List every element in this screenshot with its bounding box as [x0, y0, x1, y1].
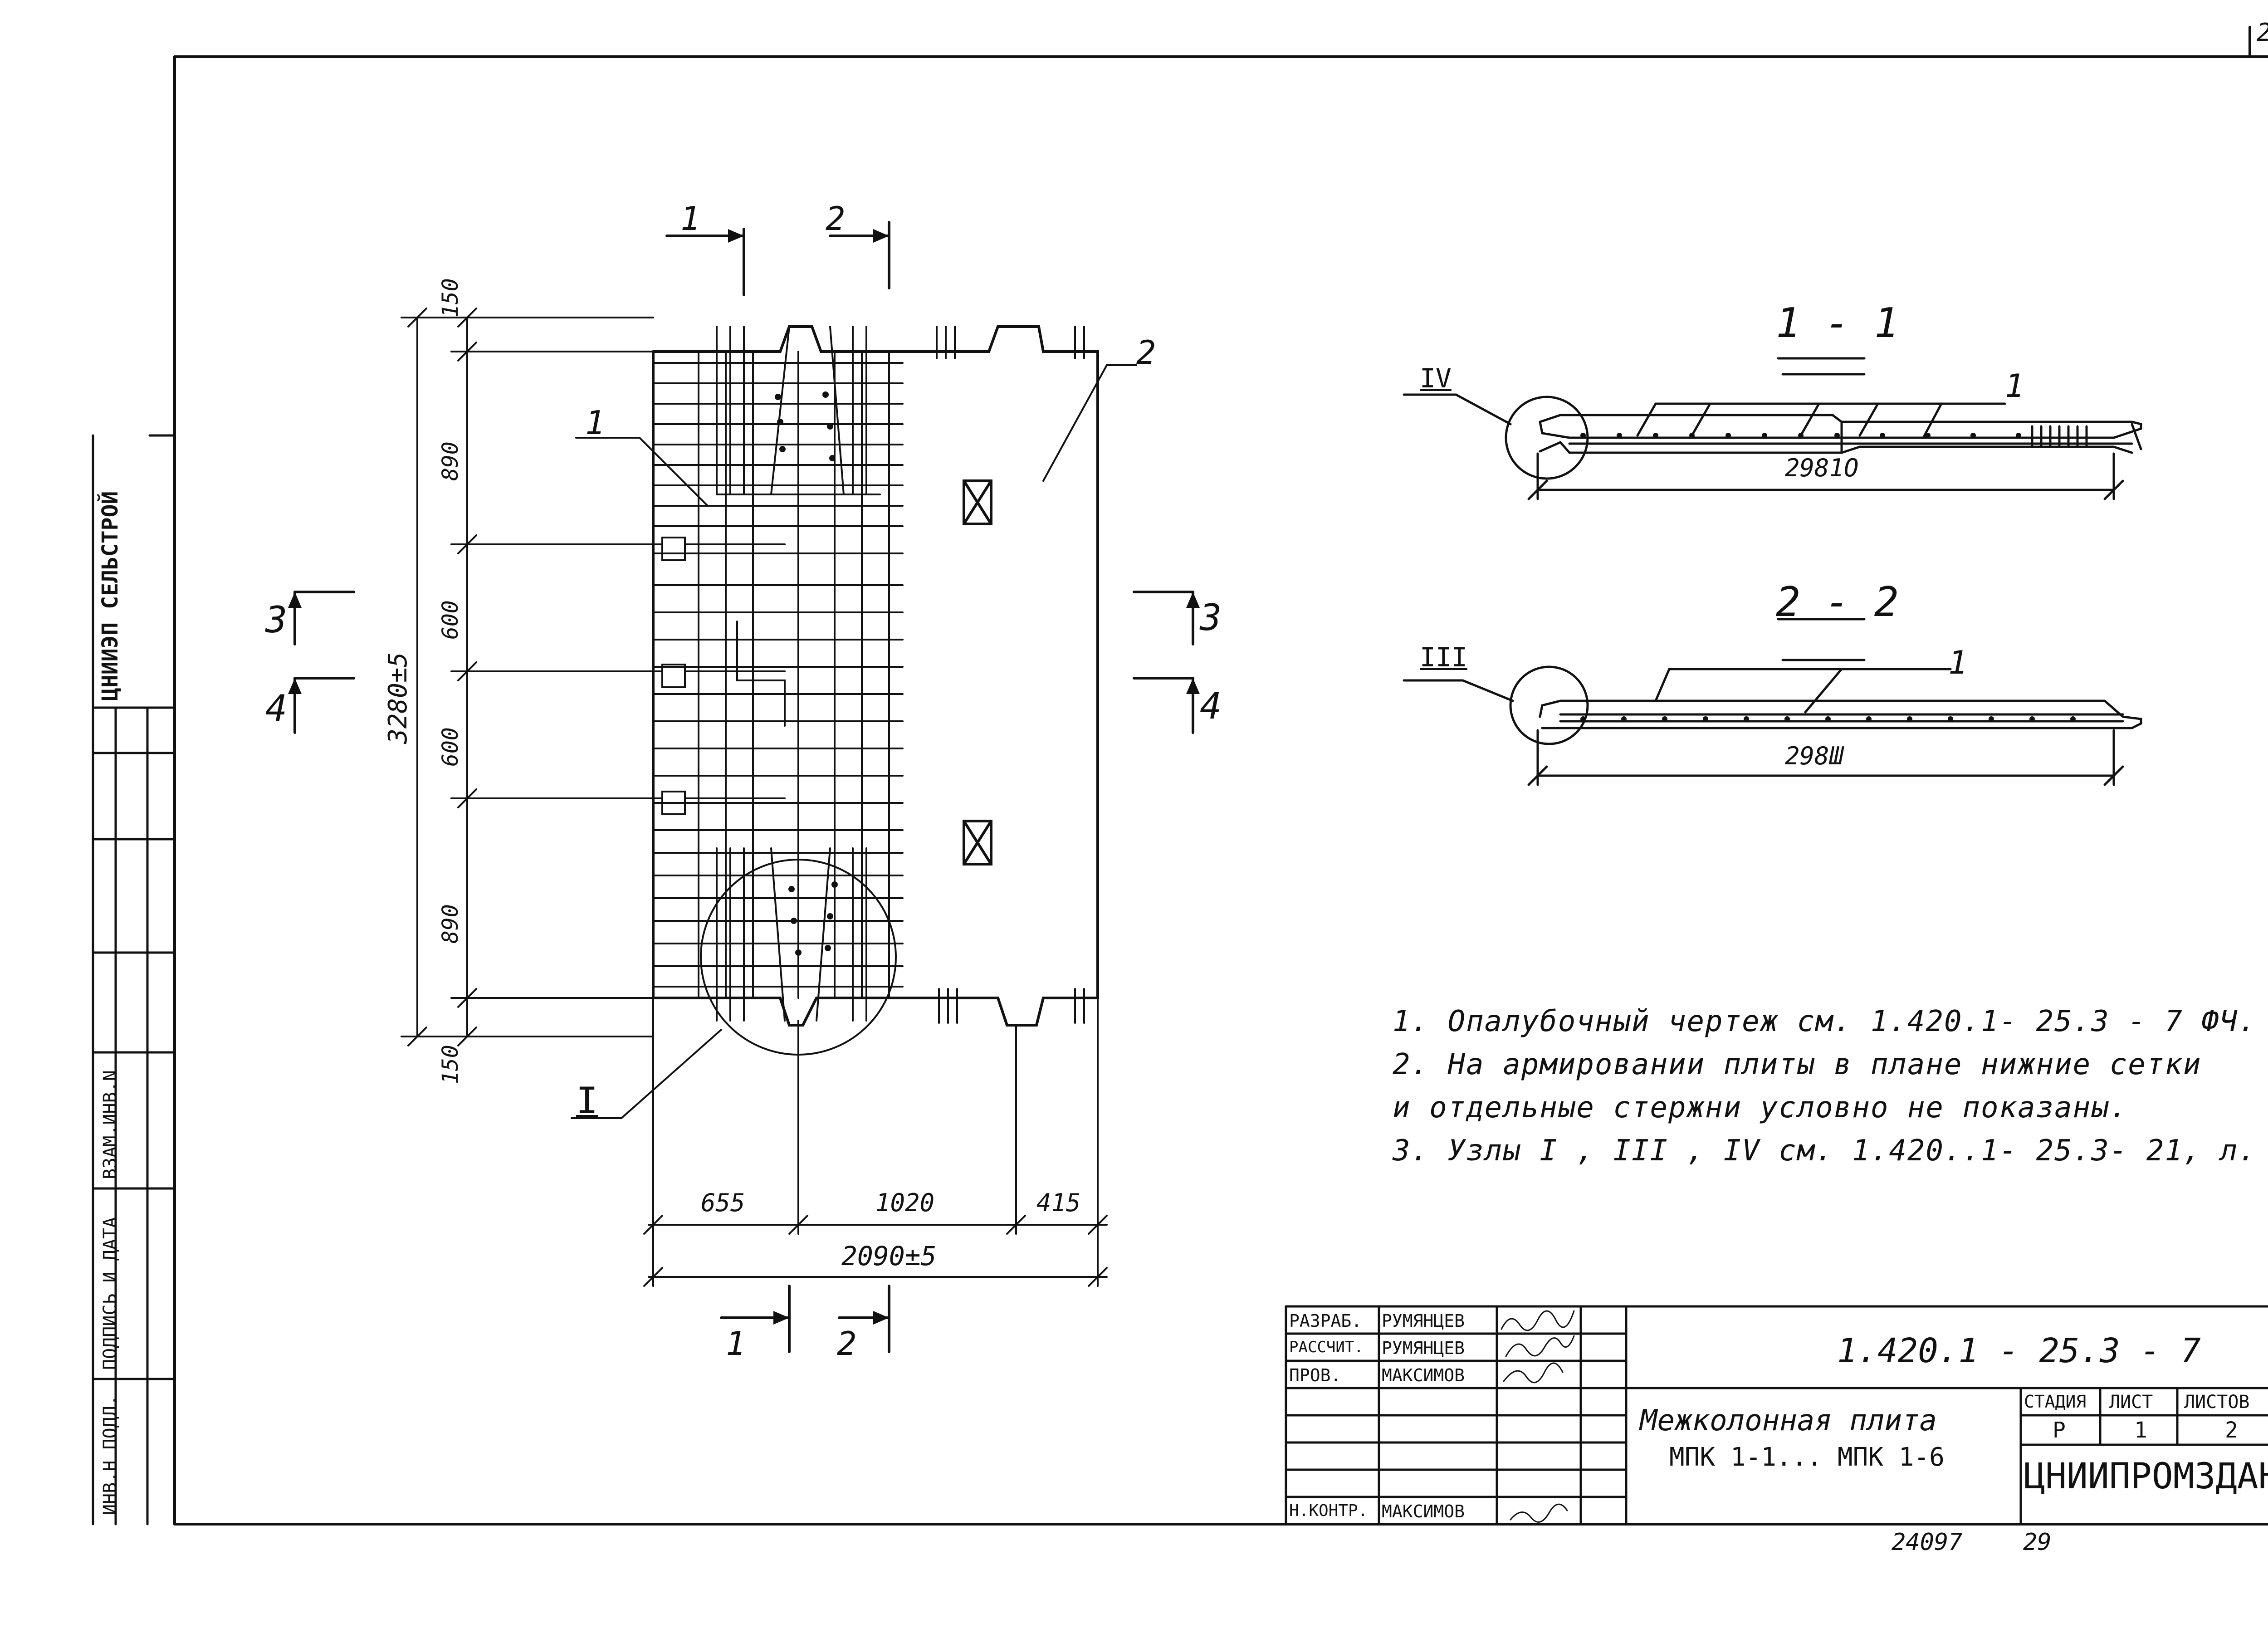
dim-left-600-b: 600	[438, 727, 463, 767]
tb-title-line-1: Межколонная плита	[1640, 1404, 1937, 1438]
tb-name-nkontr: МАКСИМОВ	[1382, 1501, 1465, 1521]
side-stamp-label-inv-podl: ИНВ.Н ПОДЛ.	[100, 1395, 121, 1515]
tb-role-rasschit: РАССЧИТ.	[1289, 1338, 1364, 1356]
note-1: 1. Опалубочный чертеж см. 1.420.1- 25.3 …	[1393, 1005, 2257, 1038]
tb-sheet-value: 1	[2134, 1418, 2147, 1443]
dim-left-150-top: 150	[438, 278, 463, 318]
section-1-1-drawing	[1403, 357, 2142, 500]
sheet-frame	[173, 26, 2268, 1526]
note-2-continued: и отдельные стержни условно не показаны.	[1393, 1091, 2128, 1125]
tb-role-razrab: РАЗРАБ.	[1289, 1311, 1362, 1331]
tb-sheets-label: ЛИСТОВ	[2184, 1392, 2250, 1413]
plan-dims-left	[401, 308, 663, 1046]
section-2-2-length: 298Ш	[1785, 742, 1844, 770]
note-3: 3. Узлы I , III , IV см. 1.420..1- 25.3-…	[1393, 1134, 2268, 1168]
side-stamp-label-vzam: ВЗАМ.ИНВ.N	[100, 1070, 121, 1179]
cut-marker-label-4-left: 4	[265, 687, 288, 729]
section-1-1-title: 1 - 1	[1776, 299, 1899, 347]
note-2: 2. На армировании плиты в плане нижние с…	[1393, 1048, 2202, 1081]
dim-bottom-415: 415	[1036, 1188, 1081, 1217]
dim-bottom-655: 655	[701, 1188, 745, 1217]
tb-role-nkontr: Н.КОНТР.	[1289, 1501, 1368, 1520]
plan-callout-2: 2	[1136, 333, 1156, 372]
cut-marker-label-3-right: 3	[1200, 597, 1222, 639]
title-block-frame	[1285, 1305, 2268, 1526]
signatures	[1501, 1310, 1575, 1523]
plan-callout-1: 1	[585, 404, 605, 442]
cut-marker-label-1-bottom: 1	[726, 1325, 746, 1363]
tb-stage-label: СТАДИЯ	[2024, 1392, 2087, 1412]
bottom-code-archive: 24097	[1892, 1529, 1963, 1556]
dim-total-width: 2090±5	[841, 1241, 937, 1271]
cut-arrowheads	[288, 229, 1200, 1325]
dim-total-height: 3280±5	[383, 652, 413, 744]
section-1-1-length: 2981О	[1785, 454, 1859, 482]
section-2-2-callout: 1	[1948, 644, 1968, 681]
plan-callout-node-I: I	[576, 1080, 598, 1122]
side-stamp-frame	[92, 434, 176, 1526]
section-2-2-node-label: III	[1420, 642, 1467, 673]
cut-marker-label-1-top: 1	[680, 200, 700, 238]
plan-callout-leaders	[571, 364, 1137, 1119]
dim-left-600-a: 600	[438, 600, 463, 640]
tb-name-prov: МАКСИМОВ	[1382, 1365, 1465, 1385]
tb-sheet-label: ЛИСТ	[2109, 1392, 2153, 1413]
tb-sheets-value: 2	[2225, 1418, 2238, 1443]
side-stamp-org: ЦНИИЭП СЕЛЬСТРОЙ	[98, 491, 123, 701]
tb-title-line-2: МПК 1-1... МПК 1-6	[1669, 1442, 1945, 1472]
dim-left-150-bottom: 150	[438, 1045, 463, 1084]
section-1-1-node-label: IV	[1420, 363, 1452, 394]
dim-left-890-top: 890	[438, 441, 463, 481]
section-1-1-callout: 1	[2005, 367, 2024, 405]
cut-marker-label-4-right: 4	[1200, 685, 1222, 727]
tb-document-code: 1.420.1 - 25.3 - 7	[1837, 1331, 2201, 1370]
bottom-code-page: 29	[2023, 1529, 2052, 1556]
dim-left-890-bottom: 890	[438, 904, 463, 944]
rebar-dots	[775, 391, 2076, 956]
dim-bottom-1020: 1020	[875, 1188, 935, 1217]
tb-name-razrab: РУМЯНЦЕВ	[1382, 1311, 1465, 1331]
plan-reinforcement	[652, 326, 1085, 1024]
tb-role-prov: ПРОВ.	[1289, 1365, 1341, 1385]
section-2-2-title: 2 - 2	[1776, 578, 1899, 626]
tb-name-rasschit: РУМЯНЦЕВ	[1382, 1338, 1465, 1358]
plan-dims-bottom	[643, 997, 1108, 1287]
cut-marker-label-2-bottom: 2	[837, 1325, 857, 1363]
tb-organization: ЦНИИПРОМЗДАНИЙ	[2024, 1456, 2268, 1497]
sheet-corner-number: 20	[2257, 18, 2268, 47]
side-stamp-label-podpis: ПОДПИСЬ И ДАТА	[100, 1217, 121, 1370]
cut-marker-label-3-left: 3	[265, 599, 288, 641]
cut-marker-label-2-top: 2	[826, 200, 846, 238]
tb-stage-value: Р	[2053, 1418, 2066, 1443]
section-2-2-drawing	[1403, 618, 2142, 786]
